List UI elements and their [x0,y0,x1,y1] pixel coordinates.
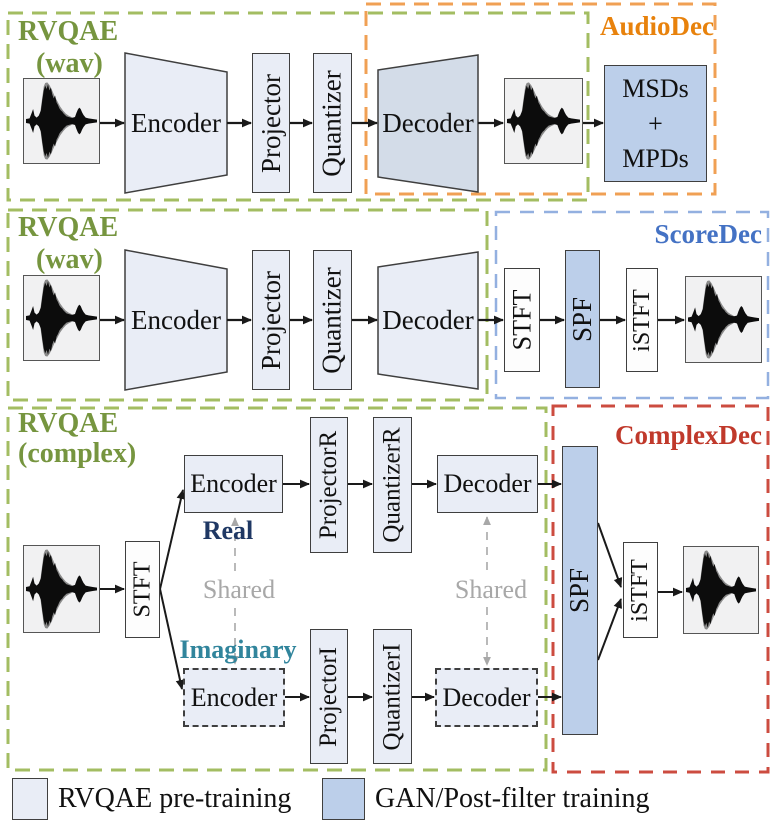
scoredec-region-label: ScoreDec [654,219,762,249]
complexdec-quantizer-imag-block: QuantizerI [373,629,412,764]
complexdec-spf-block: SPF [562,446,598,735]
rvqae-complex-region-border [6,406,548,772]
complexdec-encoder-real-block: Encoder [184,455,283,513]
shared-encoders-label: Shared [197,575,281,607]
rvqae-wav-tag-line2-scoredec: (wav) [36,244,103,275]
complexdec-projector-real-block: ProjectorR [310,417,348,553]
complexdec-region-border [551,404,770,774]
scoredec-encoder-label: Encoder [131,305,221,335]
audiodec-quantizer-block: Quantizer [313,53,352,193]
output-waveform-image-scoredec [685,276,762,363]
legend-label-pretrain: RVQAE pre-training [58,783,292,814]
real-branch-label: Real [202,516,254,545]
audiodec-decoder-trapezoid [377,54,479,193]
input-waveform-image-audiodec [23,78,100,164]
scoredec-encoder-trapezoid [124,249,228,391]
legend-swatch-pretrain [12,778,48,820]
complexdec-istft-block: iSTFT [623,542,658,638]
scoredec-spf-block: SPF [565,250,600,388]
audiodec-discriminators-block: MSDs + MPDs [604,65,707,182]
audiodec-encoder-trapezoid [124,52,228,194]
shared-decoders-label: Shared [446,575,536,607]
output-waveform-image-complexdec [683,546,759,634]
complexdec-encoder-imag-block: Encoder [183,668,285,727]
complexdec-decoder-imag-block: Decoder [435,668,538,727]
complexdec-decoder-real-block: Decoder [437,455,538,513]
imaginary-branch-label: Imaginary [179,635,297,664]
complexdec-projector-imag-block: ProjectorI [310,629,348,764]
scoredec-stft-block: STFT [504,268,540,372]
scoredec-projector-block: Projector [252,250,290,390]
rvqae-wav-tag-line1-audiodec: RVQAE [18,16,119,47]
audiodec-region-border [364,2,717,196]
scoredec-istft-block: iSTFT [626,268,658,372]
audiodec-encoder-label: Encoder [131,108,221,138]
rvqae-wav-tag-line1-scoredec: RVQAE [18,212,119,243]
output-waveform-image-audiodec [504,78,583,164]
legend-label-gan: GAN/Post-filter training [375,783,650,814]
scoredec-decoder-label: Decoder [382,305,474,335]
rvqae-complex-tag-line2: (complex) [18,438,137,469]
complexdec-quantizer-real-block: QuantizerR [373,417,412,553]
complexdec-stft-block: STFT [125,541,160,638]
input-waveform-image-scoredec [23,275,100,361]
scoredec-quantizer-block: Quantizer [313,250,352,390]
complexdec-region-label: ComplexDec [615,420,762,450]
rvqae-complex-tag-line1: RVQAE [18,408,119,439]
scoredec-decoder-trapezoid [377,251,479,390]
rvqae-wav-tag-line2-audiodec: (wav) [36,48,103,79]
audiodec-decoder-label: Decoder [382,108,474,138]
legend-swatch-gan [322,778,365,820]
rvqae-wav-region-border-audiodec [6,11,590,202]
audiodec-projector-block: Projector [252,53,290,193]
audiodec-region-label: AudioDec [600,11,714,41]
complexdec-flow-arrows [100,479,683,702]
shared-parameters-arrows [231,516,491,666]
scoredec-region-border [494,210,770,400]
input-waveform-image-complexdec [23,545,100,633]
